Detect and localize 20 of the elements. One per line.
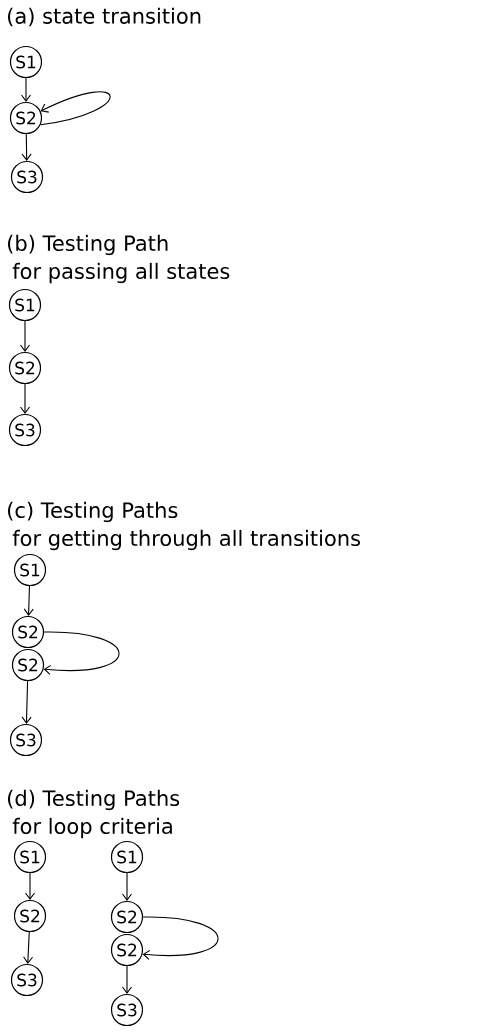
panel-subheading: for getting through all transitions <box>12 529 360 551</box>
panel-subheading: for loop criteria <box>12 817 172 839</box>
arrow <box>43 631 120 675</box>
panel-heading: (a) state transition <box>8 7 201 27</box>
arrow <box>21 133 32 161</box>
arrow <box>40 91 111 126</box>
arrow <box>21 680 32 724</box>
panel-heading: (d) Testing Paths <box>8 789 180 811</box>
arrow <box>121 872 133 901</box>
panel-subheading: for passing all states <box>12 262 230 284</box>
panel-heading: (c) Testing Paths <box>8 501 178 523</box>
arrow <box>24 872 36 900</box>
arrow <box>142 916 219 960</box>
arrow <box>23 931 34 964</box>
arrow <box>20 77 32 102</box>
arrow <box>23 585 34 616</box>
panel-heading: (b) Testing Path <box>8 234 168 256</box>
arrow <box>121 965 133 994</box>
arrow <box>19 320 31 352</box>
arrow <box>19 383 31 414</box>
